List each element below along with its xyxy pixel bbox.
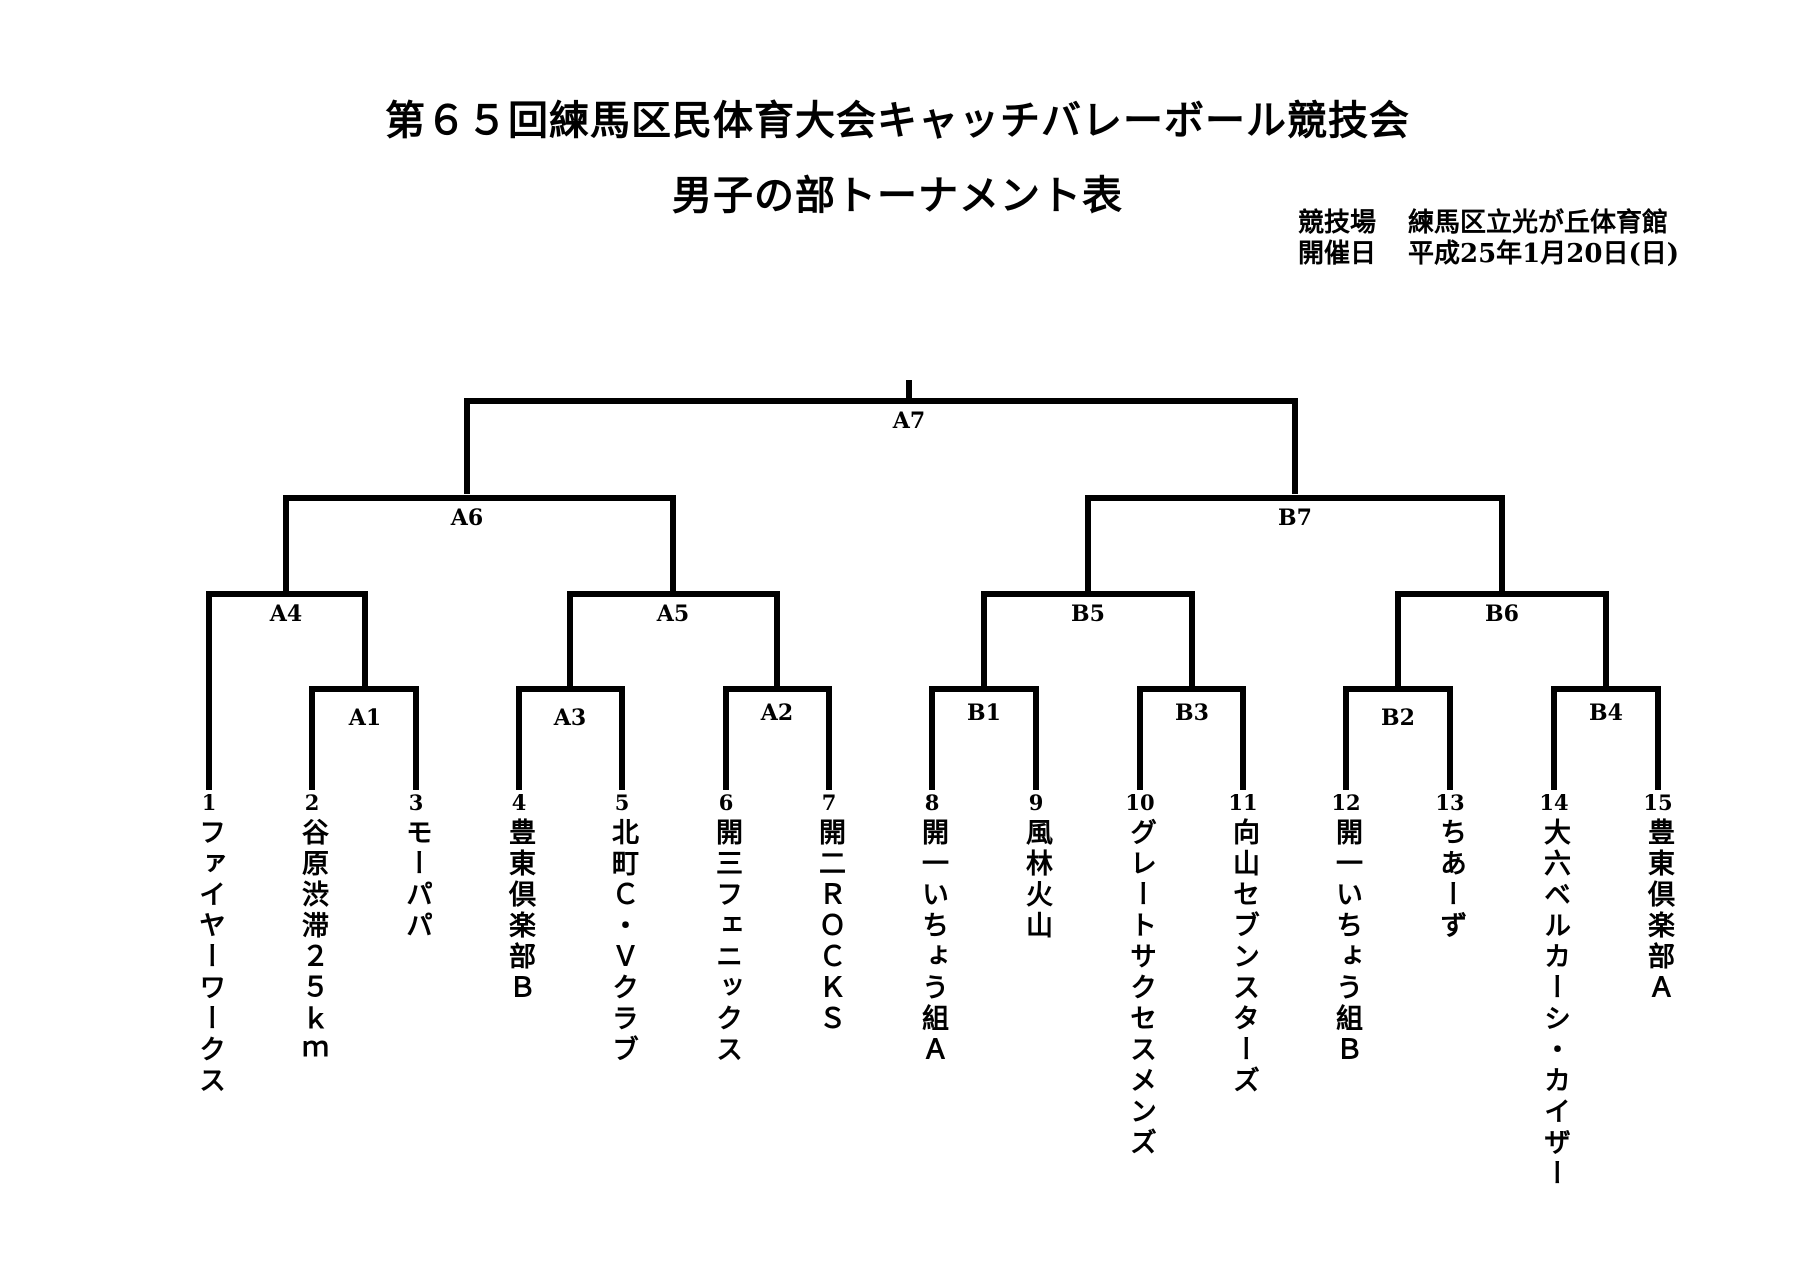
seed-number: 3 (409, 790, 424, 815)
team-name: 豊東倶楽部Ｂ (504, 818, 535, 1004)
match-label-b6: B6 (1485, 601, 1519, 627)
seed-number: 15 (1643, 790, 1672, 815)
seed-number: 2 (305, 790, 320, 815)
match-label-a7: A7 (892, 408, 925, 434)
seed-number: 13 (1435, 790, 1464, 815)
page-title: 第６５回練馬区民体育大会キャッチバレーボール競技会 (385, 97, 1410, 144)
venue-row: 競技場 練馬区立光が丘体育館 (1298, 208, 1679, 239)
bracket-lines (206, 380, 1661, 790)
page-subtitle: 男子の部トーナメント表 (672, 172, 1123, 219)
bracket-line-a1 (309, 686, 419, 790)
seed-number: 7 (822, 790, 837, 815)
seed-number: 5 (615, 790, 630, 815)
seed-number: 11 (1228, 790, 1257, 815)
team-name: 豊東倶楽部Ａ (1643, 818, 1674, 1004)
team-name: 風林火山 (1021, 818, 1052, 942)
match-label-a1: A1 (348, 705, 381, 731)
team-name: 大六ベルカーシ・カイザー (1539, 818, 1570, 1190)
match-label-b3: B3 (1175, 700, 1209, 726)
match-label-b2: B2 (1381, 705, 1415, 731)
match-label-b4: B4 (1589, 700, 1623, 726)
date-value: 平成25年1月20日(日) (1408, 239, 1680, 269)
team-name: 北町Ｃ・Ｖクラブ (607, 818, 638, 1066)
bracket-line-b4 (1551, 686, 1661, 790)
match-label-b7: B7 (1278, 505, 1312, 531)
match-label-b5: B5 (1071, 601, 1105, 627)
event-info: 競技場 練馬区立光が丘体育館 開催日 平成25年1月20日(日) (1298, 208, 1679, 270)
date-row: 開催日 平成25年1月20日(日) (1298, 239, 1679, 270)
team-name: 開一いちょう組Ｂ (1331, 818, 1362, 1066)
venue-label: 競技場 (1298, 208, 1377, 238)
team-name: ちあーず (1435, 818, 1466, 942)
bracket-line-b2 (1343, 686, 1453, 790)
match-labels: A7 A6 B7 A4 A5 B5 B6 A1 A3 A2 B1 B3 B2 B… (269, 408, 1623, 731)
team-name: ファイヤーワークス (194, 818, 225, 1097)
bracket-line-a6 (283, 495, 676, 597)
bracket-line-b5 (981, 591, 1195, 692)
bracket-line-a7 (464, 398, 1298, 494)
match-label-a3: A3 (553, 705, 586, 731)
team-name: 谷原渋滞２５ｋｍ (297, 818, 328, 1066)
bracket-line-b1 (929, 686, 1039, 790)
seed-number: 10 (1125, 790, 1154, 815)
seed-number: 1 (202, 790, 217, 815)
seed-number: 4 (512, 790, 527, 815)
team-name: 向山セブンスターズ (1228, 818, 1259, 1097)
match-label-a4: A4 (269, 601, 302, 627)
team-name: 開一いちょう組Ａ (917, 818, 948, 1066)
venue-value: 練馬区立光が丘体育館 (1408, 208, 1669, 238)
match-label-a2: A2 (760, 700, 793, 726)
bracket-line-a5 (567, 591, 780, 692)
seed-numbers: 1 2 3 4 5 6 7 8 9 10 11 12 13 14 15 (202, 790, 1673, 815)
match-label-a5: A5 (656, 601, 689, 627)
bracket-line-a3 (516, 686, 625, 790)
seed-number: 6 (719, 790, 734, 815)
date-label: 開催日 (1298, 239, 1377, 269)
match-label-b1: B1 (967, 700, 1001, 726)
bracket-line-b7 (1085, 495, 1505, 597)
bracket-line-b6 (1395, 591, 1609, 692)
bracket-line-b3 (1137, 686, 1246, 790)
bracket-line-a4 (206, 591, 368, 790)
team-name: 開二ＲＯＣＫＳ (814, 818, 845, 1035)
seed-number: 14 (1539, 790, 1568, 815)
team-name: グレートサクセスメンズ (1125, 818, 1156, 1159)
match-label-a6: A6 (450, 505, 483, 531)
team-name: 開三フェニックス (711, 818, 742, 1066)
seed-number: 9 (1029, 790, 1044, 815)
team-name: モーパパ (401, 818, 432, 942)
seed-number: 8 (925, 790, 940, 815)
seed-number: 12 (1331, 790, 1360, 815)
bracket-line-a2 (723, 686, 832, 790)
